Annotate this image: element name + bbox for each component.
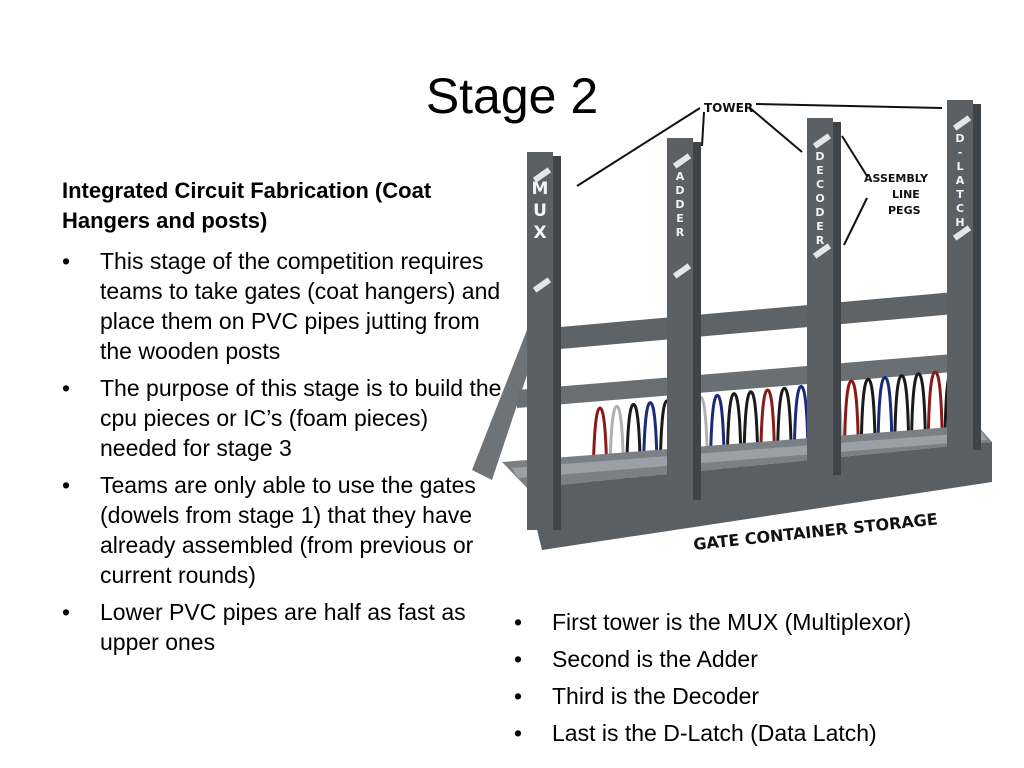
post-letter: M: [532, 179, 549, 199]
assembly-peg: [812, 133, 832, 149]
assembly-peg: [952, 115, 972, 131]
coat-hanger: [842, 379, 860, 453]
bullet-item: The purpose of this stage is to build th…: [62, 373, 502, 463]
left-bullet-list: This stage of the competition requires t…: [62, 246, 502, 664]
post-side: [973, 104, 981, 450]
bullet-item: Third is the Decoder: [514, 681, 1019, 711]
storage-base-front: [527, 442, 992, 550]
coat-hanger: [708, 393, 726, 470]
post-letter: E: [676, 212, 684, 225]
bullet-item: Lower PVC pipes are half as fast as uppe…: [62, 597, 502, 657]
post-letter: L: [956, 160, 963, 173]
post-letter: R: [676, 226, 685, 239]
post-letter: U: [533, 201, 547, 221]
post-letter: O: [815, 192, 824, 205]
coat-hanger: [608, 404, 626, 483]
coat-hanger: [893, 374, 911, 446]
coat-hanger: [759, 388, 777, 464]
post-letter: E: [816, 164, 824, 177]
slide-title: Stage 2: [425, 68, 599, 124]
coat-hanger: [909, 372, 927, 444]
assembly-peg: [532, 167, 552, 183]
post-side: [833, 122, 841, 475]
tower-arrows: [576, 103, 943, 246]
bullet-item: Teams are only able to use the gates (do…: [62, 470, 502, 590]
coat-hanger: [775, 386, 793, 461]
assembly-peg: [672, 153, 692, 169]
coat-hanger: [725, 392, 743, 468]
post-letter: D: [955, 132, 964, 145]
assembly-peg: [812, 243, 832, 259]
post-letter: D: [815, 150, 824, 163]
post-letter: C: [816, 178, 824, 191]
coat-hanger: [859, 377, 877, 450]
assembly-peg: [952, 225, 972, 241]
coat-hanger: [625, 402, 643, 481]
bullet-item: Last is the D-Latch (Data Latch): [514, 718, 1019, 748]
section-subheading: Integrated Circuit Fabrication (Coat Han…: [62, 178, 432, 233]
tower-post: [667, 138, 693, 500]
bullet-item: First tower is the MUX (Multiplexor): [514, 607, 1019, 637]
post-letter: C: [956, 202, 964, 215]
assembly-peg: [532, 277, 552, 293]
tower-post: [527, 152, 553, 530]
post-letter: E: [816, 220, 824, 233]
post-side: [553, 156, 561, 530]
label-tower: TOWER: [704, 101, 753, 115]
coat-hanger: [926, 370, 944, 442]
coat-hanger: [591, 406, 609, 486]
label-assembly: ASSEMBLY: [864, 172, 929, 185]
bullet-item: Second is the Adder: [514, 644, 1019, 674]
post-letter: D: [675, 198, 684, 211]
middle-rail: [517, 352, 977, 408]
coat-hanger: [641, 401, 659, 479]
bullet-item: This stage of the competition requires t…: [62, 246, 502, 366]
post-letter: R: [816, 234, 825, 247]
post-letter: A: [956, 174, 965, 187]
post-letter: D: [675, 184, 684, 197]
post-letter: -: [958, 146, 963, 159]
coat-hanger: [742, 390, 760, 466]
post-letter: T: [956, 188, 964, 201]
tower-post: [807, 118, 833, 475]
post-letter: X: [533, 223, 546, 243]
right-bullet-list: First tower is the MUX (Multiplexor) Sec…: [514, 607, 1019, 755]
storage-base-ridge: [512, 432, 987, 478]
upper-rail: [527, 290, 977, 352]
post-letter: A: [676, 170, 685, 183]
assembly-peg: [672, 263, 692, 279]
tower-post: [947, 100, 973, 450]
post-letter: D: [815, 206, 824, 219]
label-line: LINE: [892, 188, 920, 201]
diagonal-support: [472, 330, 542, 480]
label-pegs: PEGS: [888, 204, 921, 217]
coat-hanger: [876, 375, 894, 448]
post-letter: H: [955, 216, 964, 229]
post-side: [693, 142, 701, 500]
